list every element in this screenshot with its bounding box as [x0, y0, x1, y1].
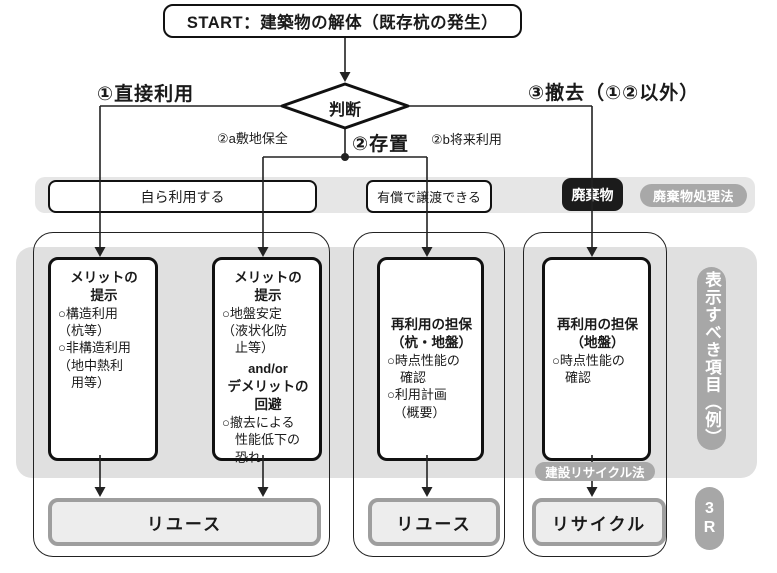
detail-box2-body2: ○撤去による 性能低下の 恐れ [222, 414, 301, 465]
group-direct-use [33, 232, 330, 557]
detail-box3-body: ○時点性能の 確認 ○利用計画 （概要） [387, 352, 460, 420]
side-label-display-items: 表示すべき項目（例） [697, 267, 726, 450]
detail-box-merit-demerit: メリットの 提示 ○地盤安定 （液状化防 止等） and/or デメリットの 回… [212, 257, 322, 465]
outcome-recycle-label: リサイクル [551, 514, 647, 534]
detail-box1-body: ○構造利用 （杭等） ○非構造利用 （地中熱利 用等） [58, 305, 131, 391]
outcome-reuse-1-label: リユース [146, 514, 223, 534]
node-waste: 廃棄物 [562, 178, 623, 211]
start-label: START：建築物の解体（既存杭の発生） [186, 14, 499, 32]
detail-box4-title: 再利用の担保 （地盤） [557, 317, 638, 350]
outcome-reuse-1: リユース [48, 498, 321, 546]
detail-box2-andor: and/or [248, 360, 288, 376]
detail-box-reuse-guarantee-ground: 再利用の担保 （地盤） ○時点性能の 確認 [542, 257, 651, 461]
group-removal [523, 232, 667, 557]
node-transfer-paid-label: 有償で譲渡できる [377, 190, 481, 205]
group-preserve [353, 232, 505, 557]
start-node: START：建築物の解体（既存杭の発生） [163, 4, 522, 38]
junction-dot [341, 153, 349, 161]
outcome-reuse-2-label: リユース [396, 514, 472, 534]
detail-box2-body1: ○地盤安定 （液状化防 止等） [222, 305, 288, 356]
branch-label-preserve: ②存置 [352, 134, 410, 155]
detail-box2-title2: デメリットの 回避 [227, 379, 309, 412]
node-waste-label: 廃棄物 [571, 186, 614, 203]
badge-waste-disposal-law: 廃棄物処理法 [640, 184, 747, 207]
outcome-reuse-2: リユース [368, 498, 500, 546]
branch-label-direct-use: ①直接利用 [97, 84, 195, 105]
badge-construction-recycling-law: 建設リサイクル法 [535, 462, 655, 481]
branch-label-removal: ③撤去（①②以外） [528, 83, 700, 104]
detail-box4-body: ○時点性能の 確認 [552, 352, 625, 386]
decision-node-label: 判断 [328, 102, 361, 119]
detail-box3-title: 再利用の担保 （杭・地盤） [391, 317, 472, 350]
node-use-self: 自ら利用する [48, 180, 317, 213]
outcome-recycle: リサイクル [532, 498, 666, 546]
branch-label-preserve-future: ②b将来利用 [431, 132, 502, 147]
detail-box2-title: メリットの 提示 [234, 270, 302, 303]
detail-box-reuse-guarantee-pile: 再利用の担保 （杭・地盤） ○時点性能の 確認 ○利用計画 （概要） [377, 257, 484, 461]
arrowhead-icon [339, 72, 351, 82]
detail-box-merit-structural: メリットの 提示 ○構造利用 （杭等） ○非構造利用 （地中熱利 用等） [48, 257, 158, 461]
node-use-self-label: 自ら利用する [140, 188, 225, 205]
branch-label-preserve-site: ②a敷地保全 [217, 131, 288, 146]
side-label-3r: 3 R [695, 487, 724, 550]
node-transfer-paid: 有償で譲渡できる [366, 180, 492, 213]
detail-box1-title: メリットの 提示 [70, 270, 138, 303]
